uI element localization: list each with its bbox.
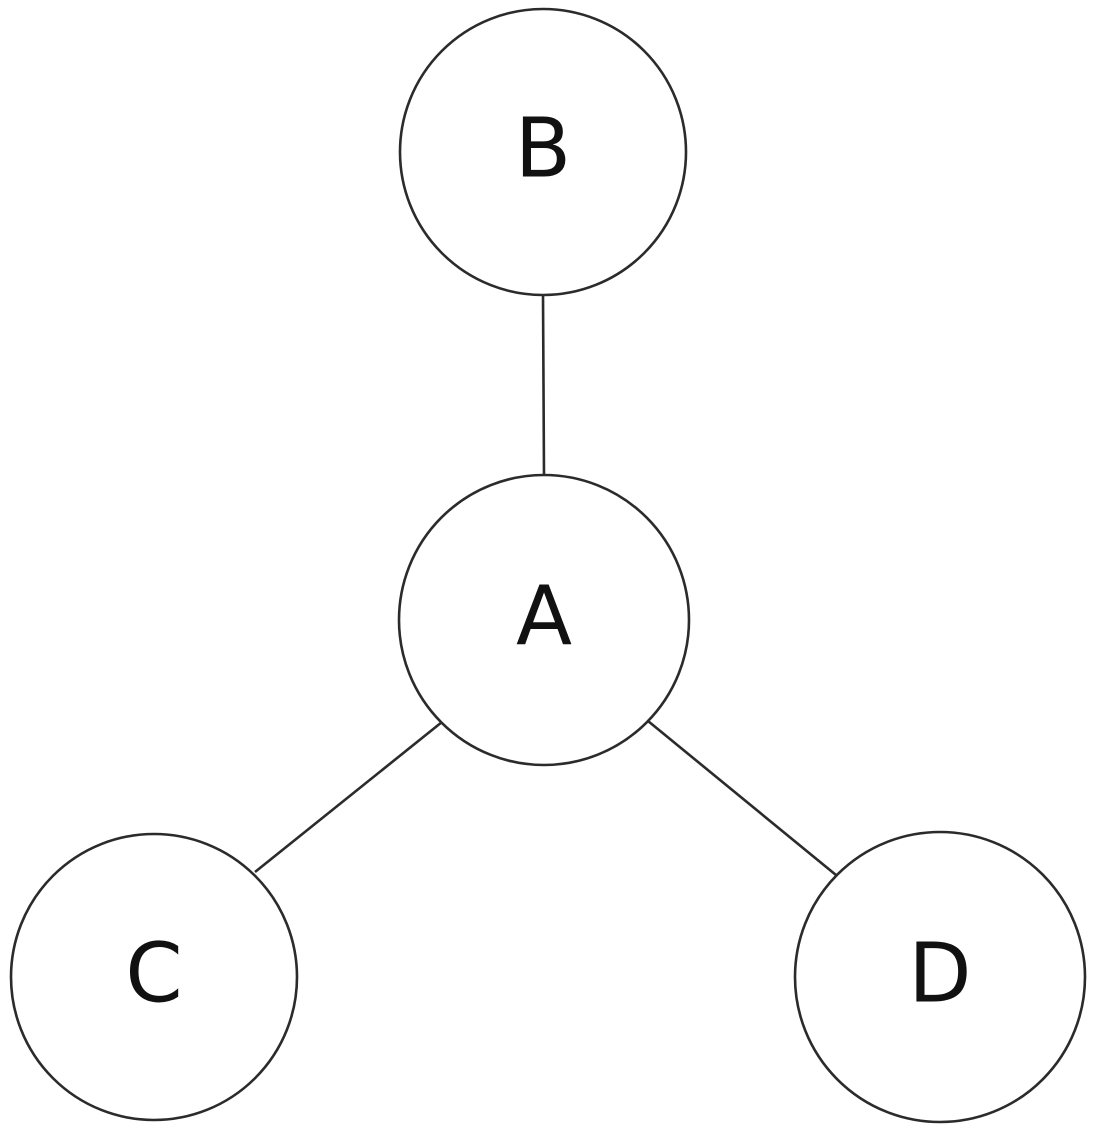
- node-a-label: A: [516, 569, 572, 664]
- edge-a-c[interactable]: [254, 720, 443, 874]
- edge-layer: [254, 294, 837, 877]
- node-layer: B A C D: [9, 7, 1087, 1124]
- node-c[interactable]: C: [9, 832, 299, 1122]
- node-b-circle[interactable]: [398, 7, 688, 297]
- node-d[interactable]: D: [793, 830, 1087, 1124]
- node-b-label: B: [515, 101, 571, 196]
- node-d-circle[interactable]: [793, 830, 1087, 1124]
- node-d-label: D: [908, 926, 971, 1021]
- edge-a-b[interactable]: [541, 294, 546, 476]
- edge-a-d[interactable]: [647, 719, 837, 877]
- node-b[interactable]: B: [398, 7, 688, 297]
- node-a-circle[interactable]: [397, 473, 691, 767]
- node-c-circle[interactable]: [9, 832, 299, 1122]
- node-c-label: C: [125, 926, 182, 1021]
- node-a[interactable]: A: [397, 473, 691, 767]
